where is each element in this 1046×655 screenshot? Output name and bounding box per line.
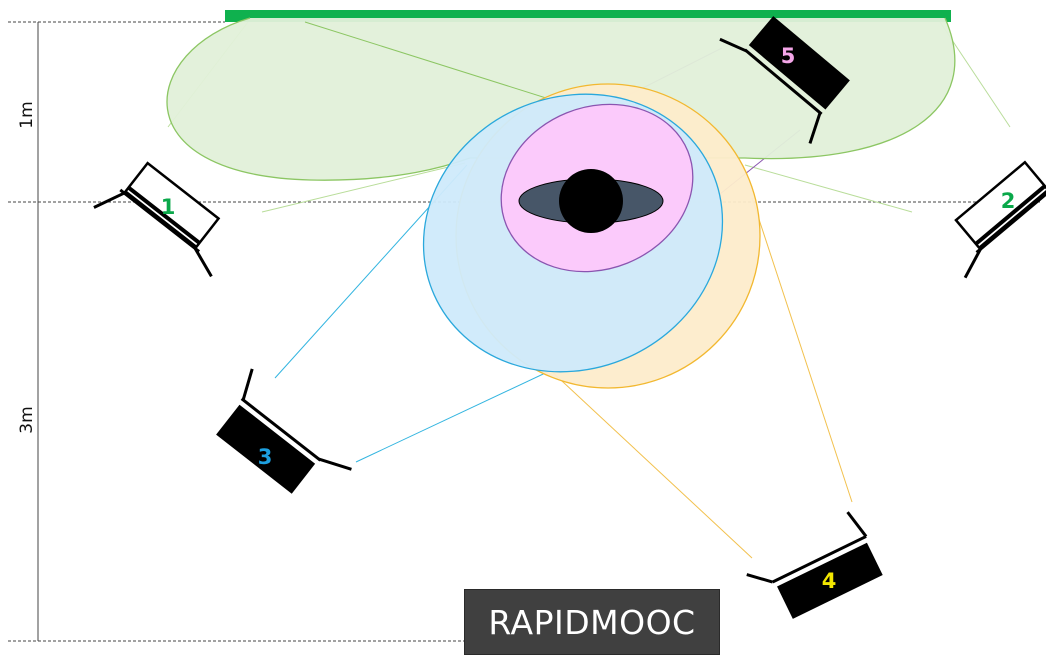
light-2-number: 2 [1001, 189, 1016, 213]
pool-light-1-2-outline [166, 17, 956, 181]
light-1-lens [127, 185, 201, 245]
pool-light-5-outline [500, 103, 694, 273]
light-4-body [777, 542, 883, 619]
light-5-barndoor-base [744, 48, 823, 116]
light-5-barndoor-left [719, 37, 748, 53]
light-1-beam-line [261, 162, 466, 213]
light-3-body [216, 404, 316, 494]
light-5-number: 5 [781, 44, 796, 68]
light-2-barndoor-base [975, 187, 1046, 254]
light-4-barndoor-left [746, 573, 774, 584]
light-3-barndoor-right [318, 457, 352, 471]
light-1-number: 1 [161, 195, 176, 219]
light-1-barndoor-right [193, 247, 213, 278]
light-4-beam-line [547, 367, 753, 559]
light-4-barndoor-right [846, 511, 868, 538]
light-5 [719, 16, 850, 144]
light-2-lens [974, 184, 1046, 246]
light-3-beam-line [355, 367, 557, 463]
light-4-beam-line [751, 197, 853, 503]
light-3 [216, 368, 352, 494]
light-1-body [123, 161, 221, 249]
brand-label: RAPIDMOOC [464, 589, 720, 655]
light-3-barndoor-left [241, 368, 254, 401]
light-4-number: 4 [822, 569, 837, 593]
light-4-barndoor-base [771, 535, 867, 584]
light-5-body [748, 16, 850, 110]
light-4 [746, 511, 883, 619]
subject-head [559, 169, 623, 233]
pool-light-3-outline [422, 93, 724, 373]
dimension-bottom-label: 3m [17, 406, 37, 433]
subject [518, 169, 664, 233]
light-2-barndoor-left [963, 248, 982, 279]
light-1-barndoor-left [93, 191, 125, 209]
light-3-barndoor-base [240, 397, 322, 462]
light-2-body [954, 160, 1046, 250]
light-2-beam-line [744, 164, 913, 213]
light-2 [954, 160, 1046, 279]
light-1 [93, 161, 221, 278]
light-pools [166, 17, 956, 389]
light-5-barndoor-right [808, 112, 822, 144]
dimension-top-label: 1m [17, 101, 37, 128]
light-3-number: 3 [258, 445, 273, 469]
